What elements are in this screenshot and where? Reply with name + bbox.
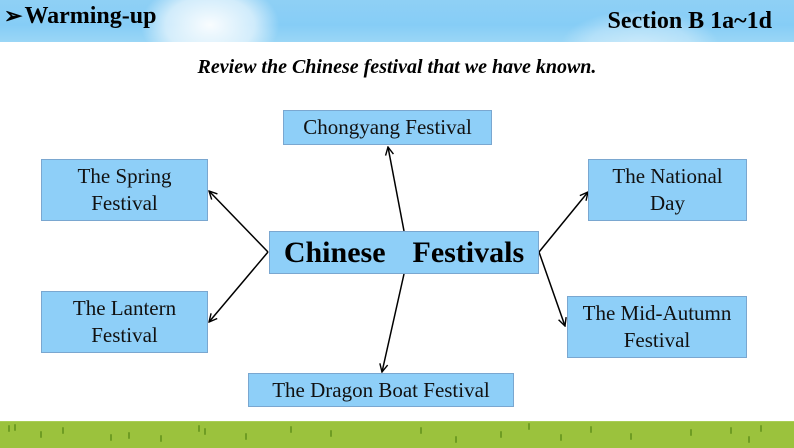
grass-tuft-decoration (290, 426, 292, 433)
grass-tuft-decoration (730, 427, 732, 434)
grass-tuft-decoration (198, 425, 200, 432)
grass-tuft-decoration (8, 425, 10, 432)
node-mid-autumn-festival: The Mid-Autumn Festival (567, 296, 747, 358)
grass-tuft-decoration (245, 433, 247, 440)
grass-tuft-decoration (40, 431, 42, 438)
grass-tuft-decoration (110, 434, 112, 441)
node-national-day: The National Day (588, 159, 747, 221)
node-label-line: Day (650, 191, 685, 215)
grass-tuft-decoration (630, 433, 632, 440)
arrow-bullet-icon: ➢ (4, 3, 23, 28)
instruction-text: Review the Chinese festival that we have… (197, 56, 597, 78)
node-spring-festival: The Spring Festival (41, 159, 208, 221)
grass-tuft-decoration (62, 427, 64, 434)
node-label: Chongyang Festival (303, 115, 472, 139)
node-label-line: The National (612, 164, 723, 188)
node-label-line: Festival (91, 323, 158, 347)
section-label: Section B 1a~1d (607, 8, 773, 34)
node-label-line: The Lantern (72, 296, 177, 320)
grass-tuft-decoration (14, 424, 16, 431)
node-label-line: Festival (91, 191, 158, 215)
grass-tuft-decoration (748, 436, 750, 443)
section-heading: ➢Warming-up (4, 3, 156, 30)
grass-tuft-decoration (420, 427, 422, 434)
grass-tuft-decoration (455, 436, 457, 443)
node-lantern-festival: The Lantern Festival (41, 291, 208, 353)
arrow-to-spring (209, 191, 269, 253)
node-label-line: The Mid-Autumn (582, 301, 732, 325)
arrow-to-national (538, 192, 588, 253)
arrow-to-dragon (382, 273, 405, 372)
arrow-to-midautumn (538, 251, 565, 326)
node-chinese-festivals-center: Chinese Festivals (269, 231, 539, 274)
grass-tuft-decoration (160, 435, 162, 442)
center-label: Chinese Festivals (283, 236, 525, 269)
node-label-line: The Spring (77, 164, 172, 188)
grass-strip-decoration (0, 421, 794, 448)
heading-text: Warming-up (24, 3, 157, 29)
node-chongyang-festival: Chongyang Festival (283, 110, 492, 145)
grass-tuft-decoration (500, 431, 502, 438)
grass-tuft-decoration (528, 423, 530, 430)
arrow-to-chongyang (388, 147, 405, 232)
cloud-decoration (140, 0, 280, 42)
grass-tuft-decoration (560, 434, 562, 441)
grass-tuft-decoration (128, 432, 130, 439)
node-dragon-boat-festival: The Dragon Boat Festival (248, 373, 514, 407)
arrow-to-lantern (209, 251, 269, 322)
grass-tuft-decoration (330, 430, 332, 437)
grass-tuft-decoration (590, 426, 592, 433)
grass-tuft-decoration (690, 429, 692, 436)
node-label-line: Festival (623, 328, 691, 352)
header-banner: ➢Warming-up Section B 1a~1d (0, 0, 794, 42)
grass-tuft-decoration (760, 425, 762, 432)
node-label: The Dragon Boat Festival (272, 377, 490, 402)
grass-tuft-decoration (204, 428, 206, 435)
